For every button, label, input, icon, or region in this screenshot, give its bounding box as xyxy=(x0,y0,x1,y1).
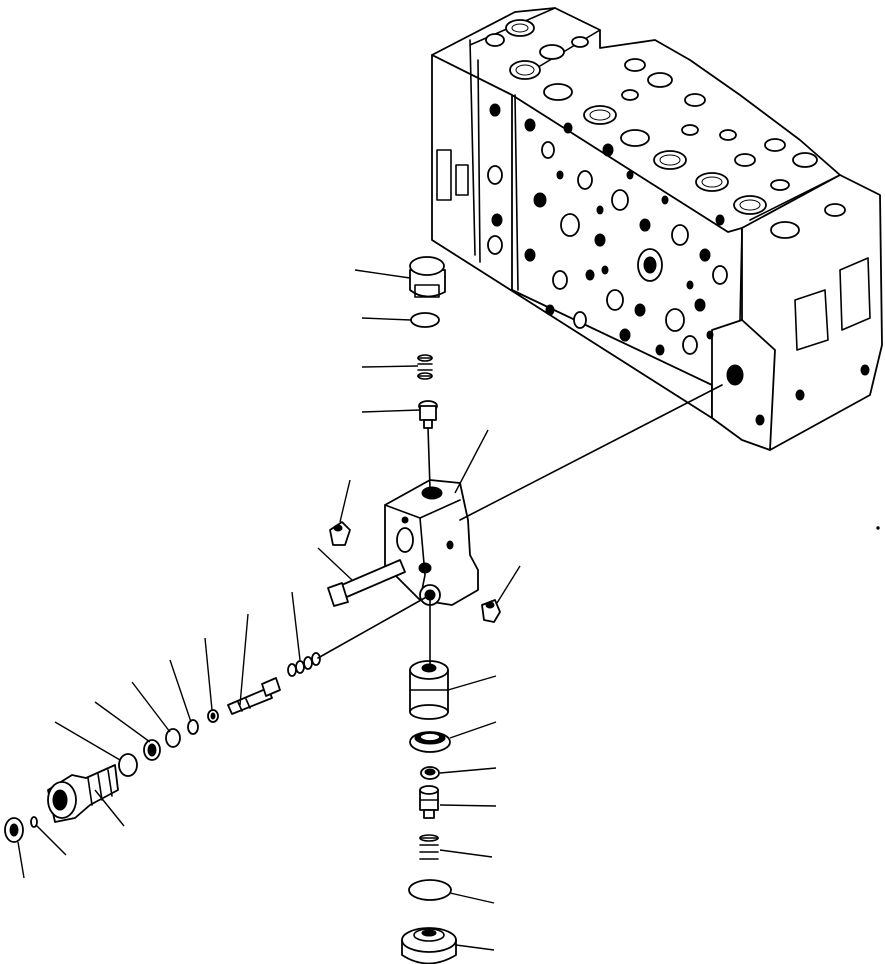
valve-housing xyxy=(384,479,479,606)
piston-pin xyxy=(418,400,438,429)
stray-dot xyxy=(876,526,880,530)
mounting-bolt xyxy=(327,559,406,607)
cap xyxy=(401,927,457,964)
lock-nut xyxy=(4,817,24,843)
o-ring-diagonal-b xyxy=(118,753,138,777)
plug xyxy=(409,256,446,298)
spring-top xyxy=(417,354,433,380)
socket-bolt-left xyxy=(329,521,351,546)
main-valve-block xyxy=(431,7,883,451)
small-nut xyxy=(207,709,219,723)
spring-bottom xyxy=(419,834,439,860)
socket-bolt-right xyxy=(481,599,501,623)
seal xyxy=(409,731,451,753)
callout-leaders xyxy=(17,269,521,951)
o-ring-top xyxy=(410,312,440,328)
o-ring-diagonal-a xyxy=(165,728,181,748)
front-face-ports xyxy=(487,103,870,426)
retainer xyxy=(420,766,440,780)
small-o-ring xyxy=(30,816,38,828)
spool xyxy=(409,660,449,720)
assembly-axes xyxy=(317,384,723,666)
poppet xyxy=(419,785,439,819)
adjuster-body xyxy=(47,764,119,823)
washer xyxy=(187,719,199,735)
adjuster-pin xyxy=(227,677,281,715)
spring-diagonal xyxy=(287,652,321,677)
o-ring-bottom xyxy=(408,879,452,901)
seal-ring xyxy=(143,739,161,761)
